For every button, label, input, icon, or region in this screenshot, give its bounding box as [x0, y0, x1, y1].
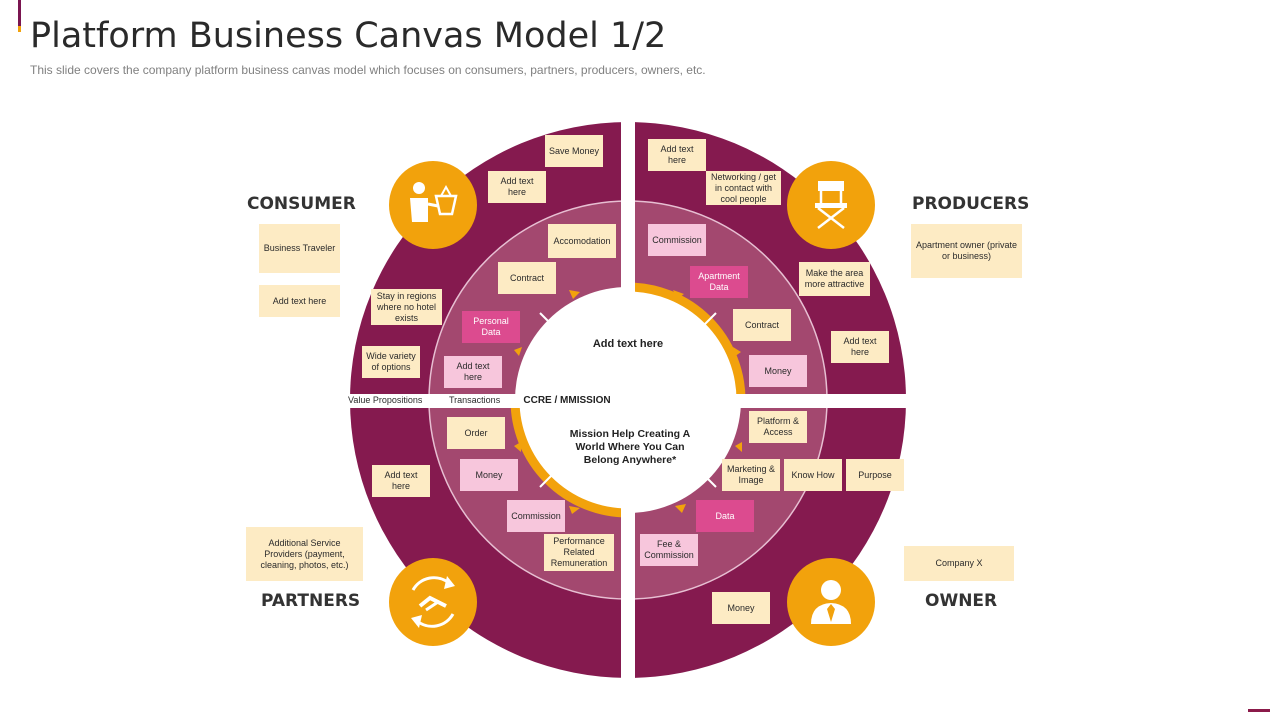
producers-side-box: Apartment owner (private or business)	[911, 224, 1022, 278]
consumer-side-box: Add text here	[259, 285, 340, 317]
owner-side-box: Company X	[904, 546, 1014, 581]
consumer-inner-box: Personal Data	[462, 311, 520, 343]
producers-inner-box: Apartment Data	[690, 266, 748, 298]
shopping-basket-person-icon	[410, 182, 458, 222]
core-tick-nw	[539, 312, 558, 331]
core-tick-sw	[539, 469, 558, 488]
consumer-outer-box: Add text here	[488, 171, 546, 203]
owner-inner-box: Fee & Commission	[640, 534, 698, 566]
arrow-marker	[514, 442, 521, 452]
page-title: Platform Business Canvas Model 1/2	[30, 16, 667, 56]
consumer-outer-box: Stay in regions where no hotel exists	[371, 289, 442, 325]
producers-outer-box: Add text here	[648, 139, 706, 171]
arrow-marker	[673, 290, 684, 299]
producers-heading: PRODUCERS	[912, 194, 1030, 214]
partners-badge	[389, 558, 477, 646]
consumer-outer-box: Save Money	[545, 135, 603, 167]
title-accent-bar	[18, 0, 21, 30]
owner-inner-box: Know How	[784, 459, 842, 491]
producers-inner-box: Money	[749, 355, 807, 387]
producers-inner-box: Commission	[648, 224, 706, 256]
partners-inner-box: Performance Related Remuneration	[544, 534, 614, 571]
transactions-label: Transactions	[449, 395, 501, 405]
consumer-inner-box: Contract	[498, 262, 556, 294]
core-mission-label: CCRE / MMISSION	[523, 395, 611, 406]
consumer-outer-box: Wide variety of options	[362, 346, 420, 378]
producers-outer-box: Add text here	[831, 331, 889, 363]
owner-heading: OWNER	[925, 591, 998, 611]
consumer-heading: CONSUMER	[247, 194, 356, 214]
consumer-badge	[389, 161, 477, 249]
partners-side-box: Additional Service Providers (payment, c…	[246, 527, 363, 581]
arrow-marker	[569, 506, 580, 514]
arrow-marker	[735, 442, 742, 452]
arrow-marker	[675, 504, 686, 513]
core-tick-se	[698, 469, 717, 488]
core-top-text: Add text here	[592, 338, 664, 350]
partners-inner-box: Money	[460, 459, 518, 491]
value-propositions-label: Value Propositions	[348, 395, 423, 405]
partners-heading: PARTNERS	[261, 591, 361, 611]
arrow-marker	[514, 347, 522, 356]
owner-inner-box: Data	[696, 500, 754, 532]
partners-inner-box: Commission	[507, 500, 565, 532]
producers-outer-box: Make the area more attractive	[799, 262, 870, 296]
owner-inner-box: Marketing & Image	[722, 459, 780, 491]
page-subtitle: This slide covers the company platform b…	[30, 63, 706, 77]
producers-inner-box: Contract	[733, 309, 791, 341]
core-mission-text: Mission Help Creating A World Where You …	[569, 428, 691, 466]
consumer-inner-box: Accomodation	[548, 224, 616, 258]
core-center	[522, 294, 734, 506]
handshake-cycle-icon	[411, 576, 455, 628]
producers-outer-box: Networking / get in contact with cool pe…	[706, 171, 781, 205]
owner-badge	[787, 558, 875, 646]
consumer-side-box: Business Traveler	[259, 224, 340, 273]
consumer-inner-box: Add text here	[444, 356, 502, 388]
director-chair-icon	[815, 181, 847, 229]
owner-outer-box: Purpose	[846, 459, 904, 491]
title-accent-tick	[18, 26, 21, 32]
partners-outer-box: Add text here	[372, 465, 430, 497]
owner-inner-box: Platform & Access	[749, 411, 807, 443]
arrow-marker	[569, 290, 580, 299]
partners-inner-box: Order	[447, 417, 505, 449]
core-tick-ne	[698, 312, 717, 331]
businessman-icon	[811, 580, 851, 624]
arrow-marker	[733, 347, 741, 357]
corner-mark	[1248, 709, 1270, 712]
producers-badge	[787, 161, 875, 249]
owner-outer-box: Money	[712, 592, 770, 624]
